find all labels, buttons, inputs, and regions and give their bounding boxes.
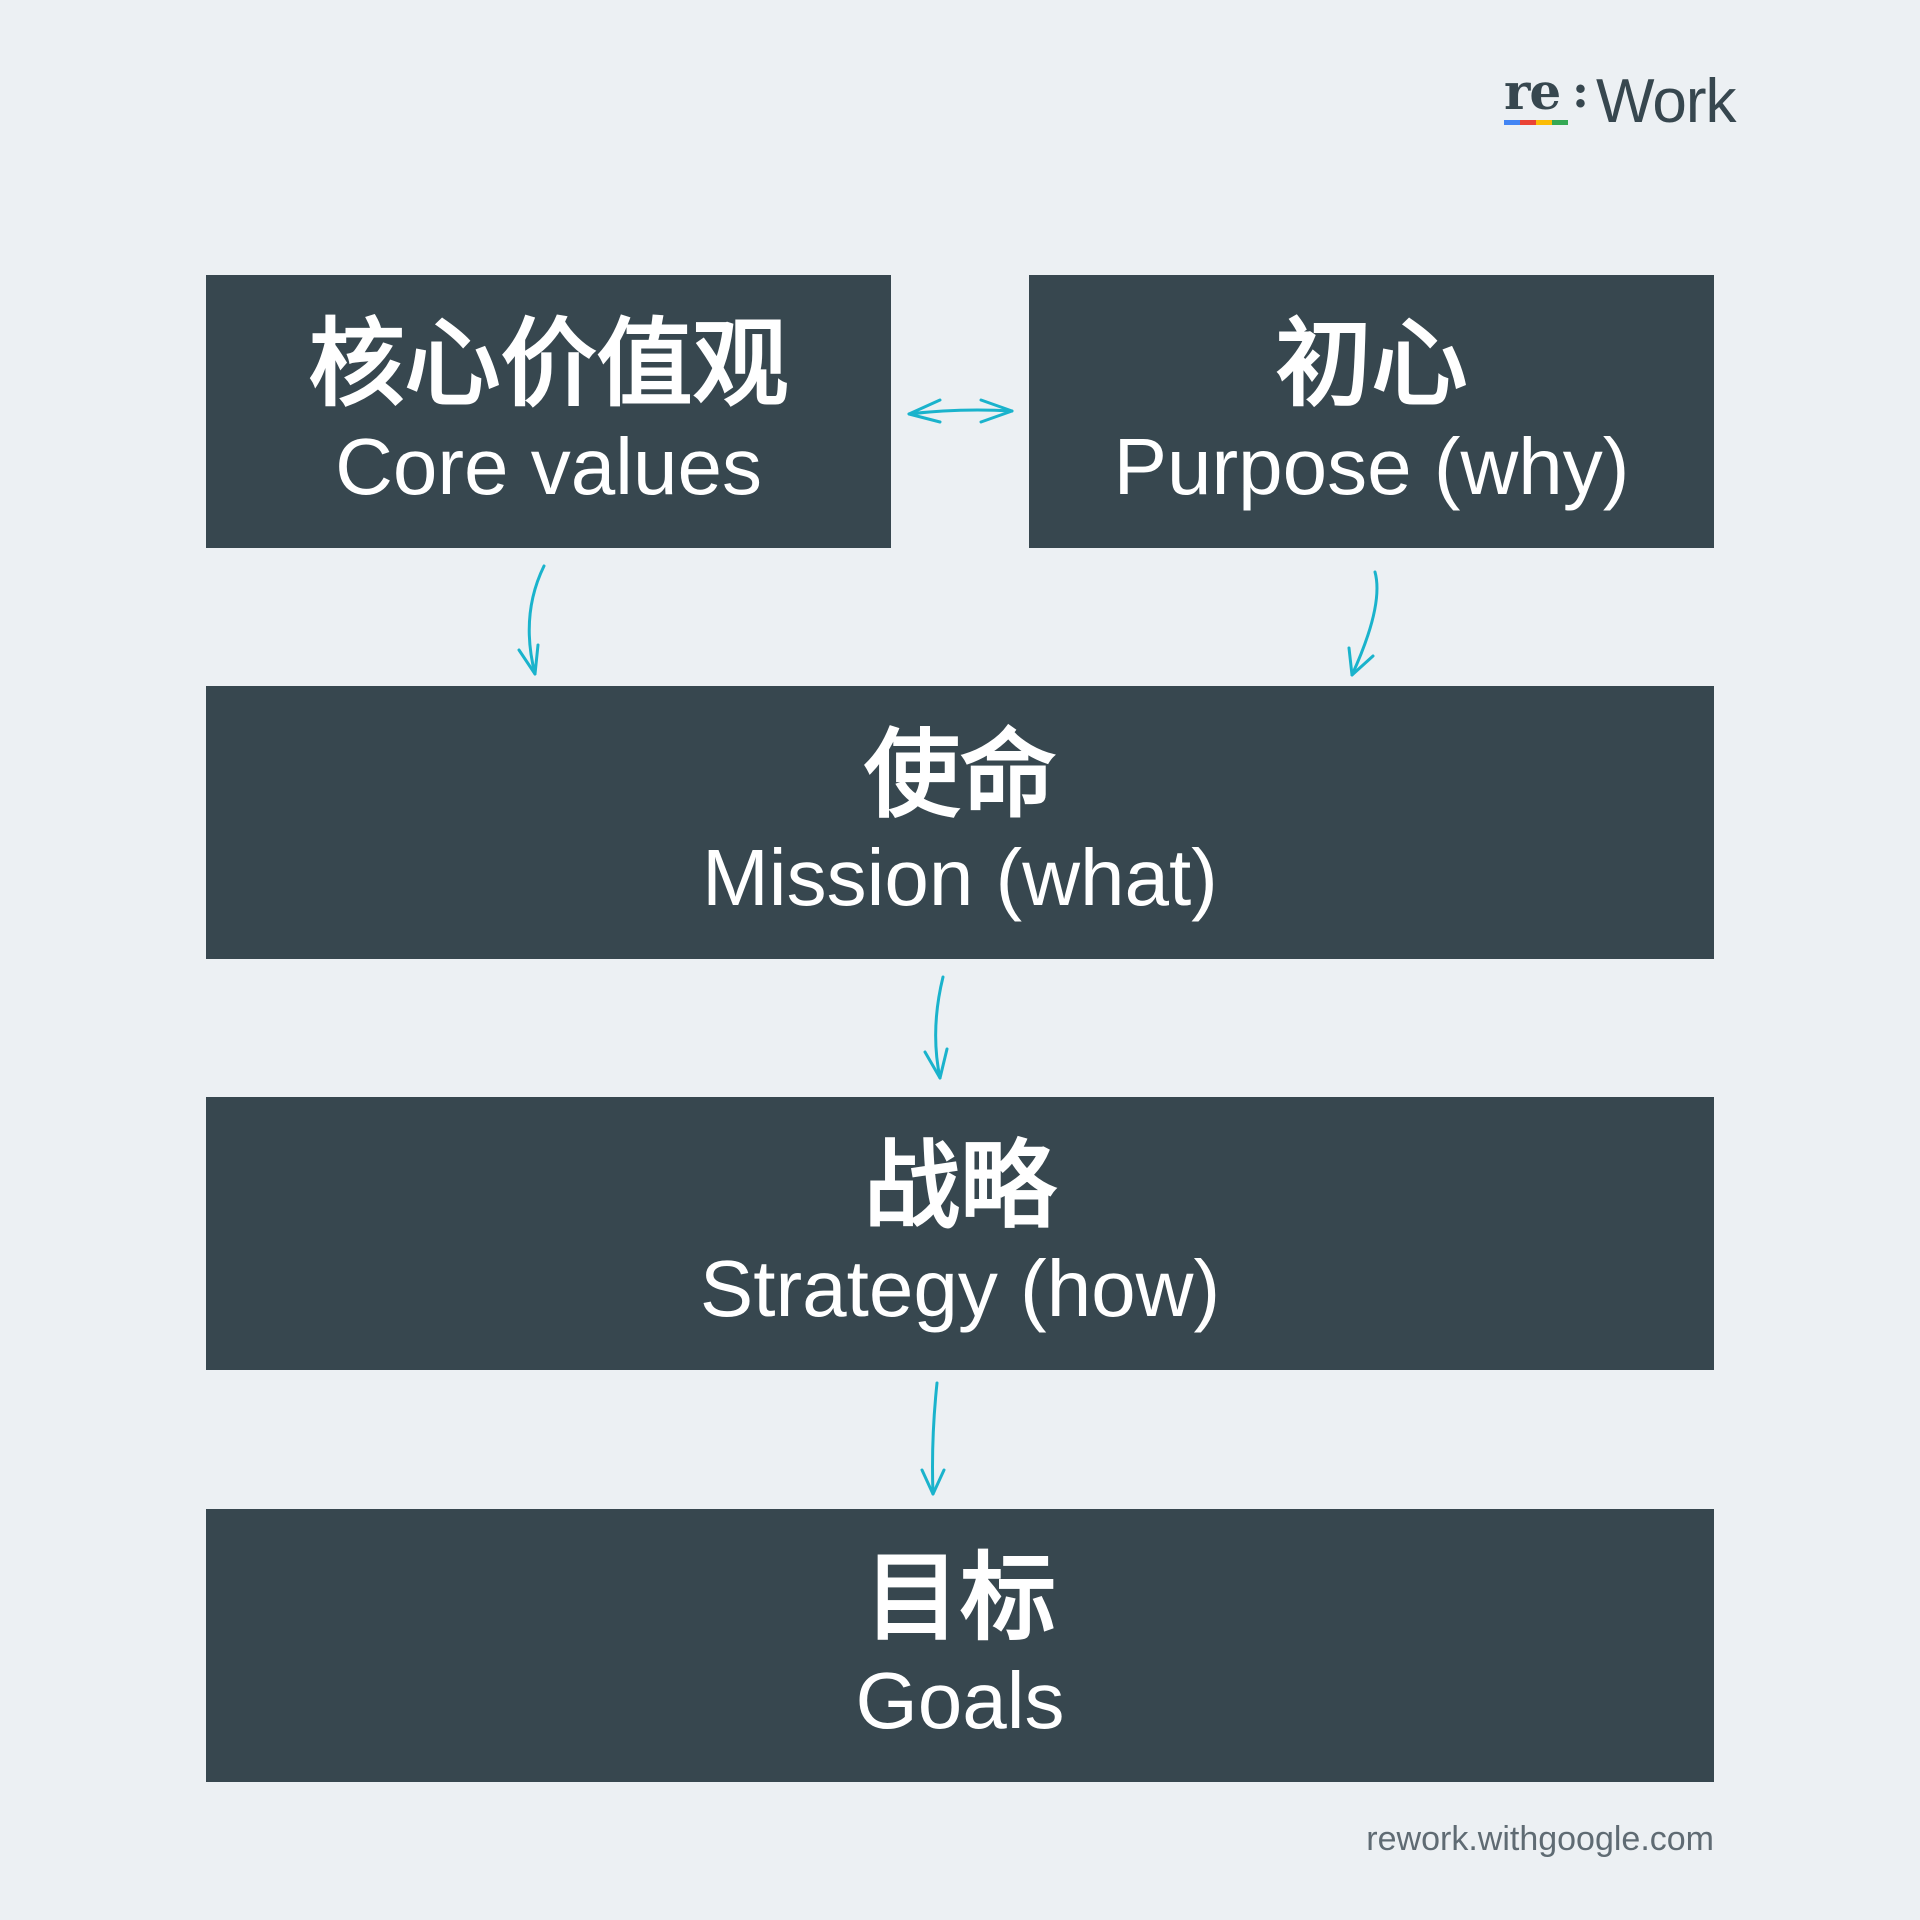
strategy-title-en: Strategy (how) (699, 1243, 1221, 1333)
logo-bar-red (1520, 120, 1536, 125)
logo-bar-green (1552, 120, 1568, 125)
mission-title-en: Mission (what) (702, 832, 1218, 922)
purpose-title-en: Purpose (why) (1113, 421, 1630, 511)
arrow-purpose-to-mission-head (1347, 646, 1375, 677)
double-arrow-core-purpose (907, 408, 1014, 416)
arrow-mission-to-strategy-head (923, 1047, 949, 1080)
logo-bar-blue (1504, 120, 1520, 125)
arrow-mission-to-strategy (934, 975, 945, 1080)
double-arrow-left-head (907, 398, 942, 424)
mission-title-zh: 使命 (864, 718, 1056, 831)
core-values-title-zh: 核心价值观 (308, 307, 789, 420)
purpose-box: 初心 Purpose (why) (1029, 275, 1714, 548)
arrow-purpose-to-mission (1350, 570, 1379, 677)
logo-colon: : (1572, 64, 1589, 118)
logo-re: re (1504, 62, 1561, 121)
strategy-box: 战略 Strategy (how) (206, 1097, 1714, 1370)
logo-bar-yellow (1536, 120, 1552, 125)
core-values-box: 核心价值观 Core values (206, 275, 891, 548)
goals-title-en: Goals (855, 1655, 1065, 1745)
logo-work: Work (1596, 67, 1737, 136)
arrow-strategy-to-goals-head (920, 1468, 946, 1496)
goals-title-zh: 目标 (864, 1541, 1056, 1654)
arrow-core-to-mission (527, 564, 546, 676)
rework-logo: re : Work (1500, 62, 1737, 142)
goals-box: 目标 Goals (206, 1509, 1714, 1782)
footer-url: rework.withgoogle.com (1366, 1820, 1714, 1858)
arrow-strategy-to-goals (931, 1381, 939, 1496)
core-values-title-en: Core values (335, 421, 762, 511)
mission-box: 使命 Mission (what) (206, 686, 1714, 959)
double-arrow-right-head (979, 398, 1014, 424)
arrow-core-to-mission-head (517, 643, 540, 676)
purpose-title-zh: 初心 (1275, 307, 1468, 420)
strategy-title-zh: 战略 (864, 1129, 1056, 1242)
